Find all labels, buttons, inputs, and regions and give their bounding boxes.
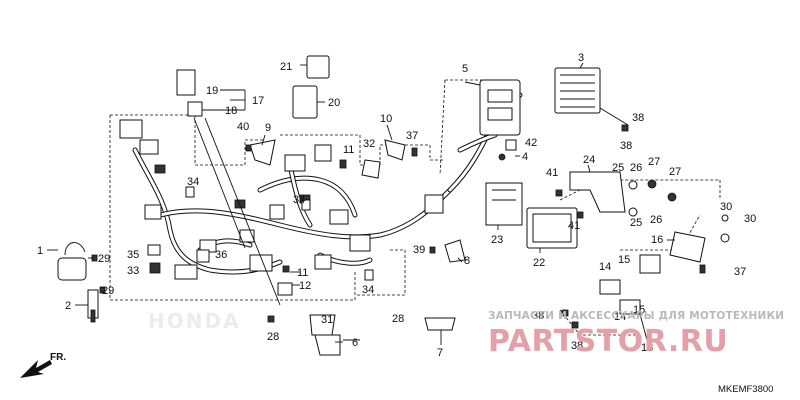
- callout-41a: 41: [546, 167, 558, 179]
- callout-27a: 27: [648, 156, 660, 168]
- watermark: ЗАПЧАСТИ И АКСЕССУАРЫ ДЛЯ МОТОТЕХНИКИ PA…: [488, 310, 784, 359]
- callout-6: 6: [352, 337, 358, 349]
- callout-4: 4: [522, 151, 528, 163]
- callout-9: 9: [265, 122, 271, 134]
- callout-34b: 34: [293, 194, 305, 206]
- callout-14b: 14: [614, 311, 626, 323]
- front-direction-arrow: FR.: [20, 352, 66, 378]
- callout-21: 21: [280, 61, 292, 73]
- callout-10: 10: [380, 113, 392, 125]
- callout-12: 12: [299, 280, 311, 292]
- callout-labels: 1 2 3 4 5 6 7 8 9 10 11 11 12 13 14 14 1…: [37, 52, 756, 359]
- callout-27b: 27: [669, 166, 681, 178]
- callout-5: 5: [462, 63, 468, 75]
- callout-19: 19: [206, 85, 218, 97]
- callout-24: 24: [583, 154, 595, 166]
- callout-34c: 34: [362, 284, 374, 296]
- callout-37a: 37: [406, 130, 418, 142]
- callout-17: 17: [252, 95, 264, 107]
- callout-30a: 30: [720, 201, 732, 213]
- callout-11a: 11: [343, 144, 354, 156]
- callout-35: 35: [127, 249, 139, 261]
- callout-32: 32: [363, 138, 375, 150]
- callout-26a: 26: [630, 162, 642, 174]
- callout-40: 40: [237, 121, 249, 133]
- diagram-code: MKEMF3800: [718, 384, 773, 395]
- callout-15b: 15: [633, 304, 645, 316]
- callout-13: 13: [641, 342, 653, 354]
- parts: [57, 55, 730, 356]
- callout-8: 8: [464, 255, 470, 267]
- callout-25a: 25: [612, 162, 624, 174]
- callout-33: 33: [127, 265, 139, 277]
- ghost-logo: HONDA: [148, 309, 241, 333]
- callout-34a: 34: [187, 176, 199, 188]
- callout-18: 18: [225, 105, 237, 117]
- callout-38c: 38: [532, 310, 544, 322]
- callout-22: 22: [533, 257, 545, 269]
- callout-25b: 25: [630, 217, 642, 229]
- callout-41b: 41: [568, 220, 580, 232]
- callout-38d: 38: [571, 340, 583, 352]
- watermark-brand: PARTSTOR.RU: [488, 324, 728, 359]
- callout-1: 1: [37, 245, 43, 257]
- watermark-subtitle: ЗАПЧАСТИ И АКСЕССУАРЫ ДЛЯ МОТОТЕХНИКИ: [488, 310, 784, 322]
- callout-29a: 29: [98, 253, 110, 265]
- callout-42: 42: [525, 137, 537, 149]
- callout-20: 20: [328, 97, 340, 109]
- callout-39: 39: [413, 244, 425, 256]
- callout-11b: 11: [297, 267, 308, 279]
- callout-14a: 14: [599, 261, 611, 273]
- callout-31: 31: [321, 314, 333, 326]
- callout-28a: 28: [267, 331, 279, 343]
- leader-lines: [47, 62, 675, 345]
- callout-23: 23: [491, 234, 503, 246]
- callout-7: 7: [437, 347, 443, 359]
- callout-2: 2: [65, 300, 71, 312]
- main-harness: [119, 79, 523, 280]
- callout-3: 3: [578, 52, 584, 64]
- direction-label: FR.: [50, 352, 66, 363]
- callout-37b: 37: [734, 266, 746, 278]
- callout-16: 16: [651, 234, 663, 246]
- callout-38b: 38: [620, 140, 632, 152]
- callout-26b: 26: [650, 214, 662, 226]
- group-frames: [109, 79, 721, 336]
- callout-38a: 38: [632, 112, 644, 124]
- callout-36: 36: [215, 249, 227, 261]
- callout-29b: 29: [102, 285, 114, 297]
- callout-30b: 30: [744, 213, 756, 225]
- callout-28b: 28: [392, 313, 404, 325]
- callout-15a: 15: [618, 254, 630, 266]
